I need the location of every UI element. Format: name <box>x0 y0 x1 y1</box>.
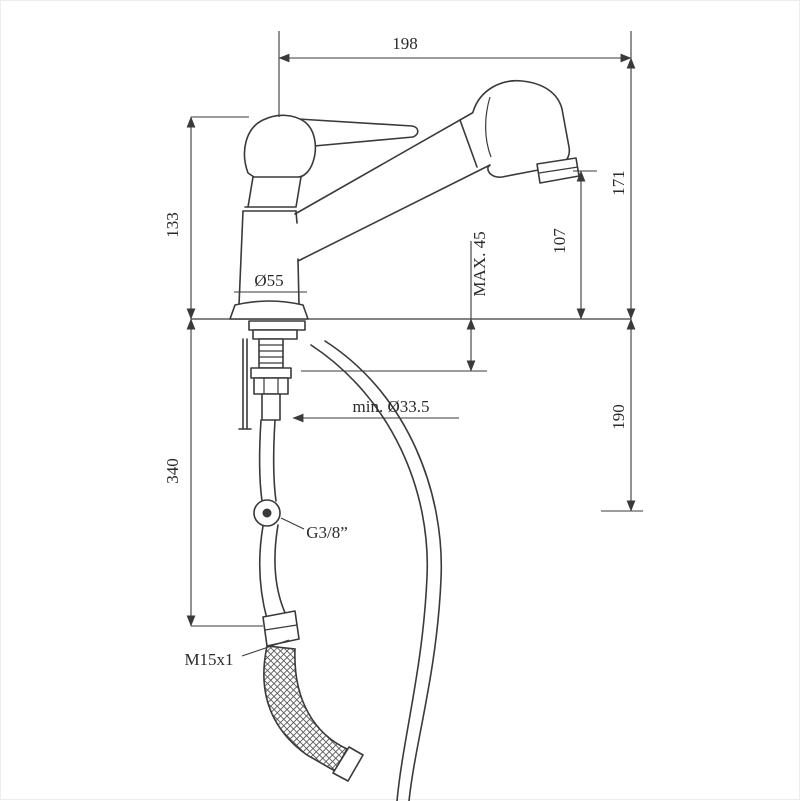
dim-label-190: 190 <box>609 404 628 430</box>
dim-label-min-hole: min. Ø33.5 <box>353 397 430 416</box>
dimension-340: 340 <box>163 318 263 627</box>
dim-label-133: 133 <box>163 212 182 238</box>
faucet-body <box>229 114 419 320</box>
dim-label-107: 107 <box>550 228 569 254</box>
dimension-107: 107 <box>550 170 597 320</box>
dimension-171: 171 <box>609 57 636 320</box>
dimension-190: 190 <box>601 318 643 512</box>
thread-label-m15x1: M15x1 <box>184 650 233 669</box>
dimension-133: 133 <box>163 116 249 320</box>
pullout-hose <box>310 340 443 801</box>
label-g38: G3/8” <box>280 517 348 542</box>
dim-label-340: 340 <box>163 458 182 484</box>
dim-label-max45: MAX. 45 <box>470 231 489 296</box>
supply-hose <box>258 419 287 620</box>
label-m15x1: M15x1 <box>184 639 290 669</box>
dimension-max-45: MAX. 45 <box>301 231 489 372</box>
m15-coupling <box>262 610 300 647</box>
dimension-198: 198 <box>278 31 632 117</box>
braided-hose <box>263 645 364 782</box>
dimension-base-diameter: Ø55 <box>234 271 307 293</box>
g38-connector <box>253 499 281 527</box>
thread-label-g38: G3/8” <box>306 523 348 542</box>
base-flange <box>229 300 309 320</box>
handle-cap <box>243 114 317 178</box>
dim-label-198: 198 <box>392 34 418 53</box>
dim-label-55: Ø55 <box>254 271 283 290</box>
spray-head <box>472 79 580 184</box>
mounting-hardware <box>238 320 306 430</box>
spout <box>294 111 491 262</box>
dim-label-171: 171 <box>609 170 628 196</box>
handle-lever <box>297 118 419 148</box>
dimension-min-hole: min. Ø33.5 <box>292 397 459 423</box>
